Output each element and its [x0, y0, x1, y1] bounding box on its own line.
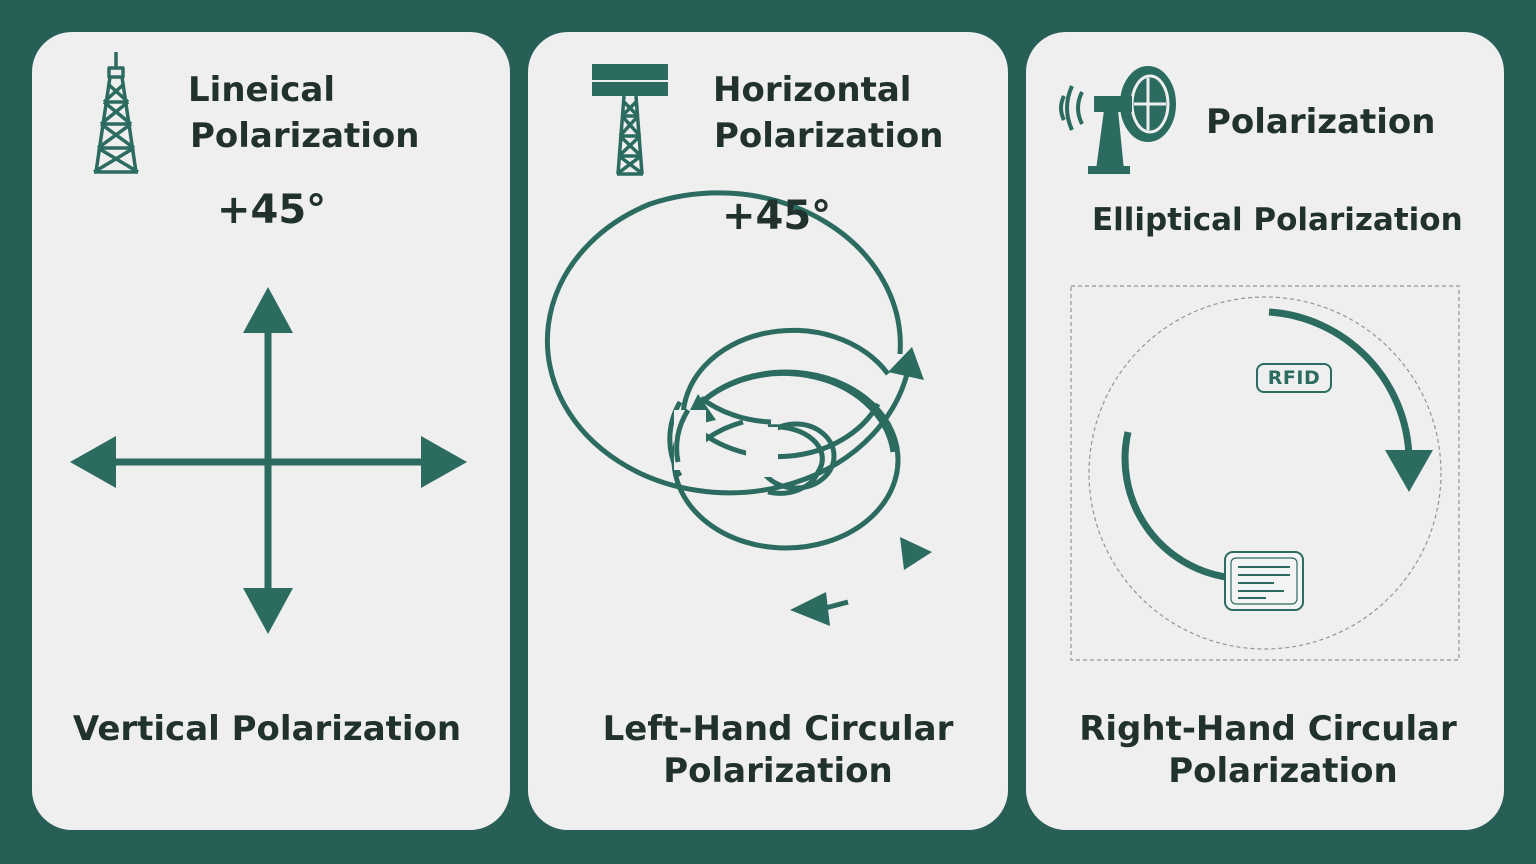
rfid-badge: RFID [1256, 363, 1332, 393]
linear-polarization-panel: Lineical Polarization +45° Vertical Pola… [32, 32, 510, 830]
panel-1-caption: Vertical Polarization [72, 709, 462, 749]
panel-1-title-line1: Lineical [188, 70, 335, 110]
panel-2-caption-line2: Polarization [663, 751, 893, 791]
panel-2-graphics [544, 64, 932, 626]
satellite-dish-icon [1059, 66, 1176, 174]
arrow-head-icon [900, 537, 932, 570]
right-hand-circular-arcs [1121, 308, 1413, 581]
dashed-circle [1088, 296, 1442, 650]
arrow-right-icon [421, 436, 467, 488]
panel-1-angle: +45° [217, 187, 327, 233]
arrow-up-icon [243, 287, 293, 333]
panel-3-caption-line2: Polarization [1168, 751, 1398, 791]
panel-3-subtitle: Elliptical Polarization [1092, 202, 1463, 238]
panel-1-graphics [70, 52, 467, 634]
panel-3-graphics [1059, 66, 1460, 661]
horizontal-polarization-panel: Horizontal Polarization +45° Left-Hand C… [528, 32, 1008, 830]
arrow-head-icon [888, 347, 924, 380]
panel-2-caption-line1: Left-Hand Circular [602, 709, 954, 749]
antenna-tower-icon [93, 52, 139, 174]
panel-2-title-line1: Horizontal [713, 70, 912, 110]
elliptical-polarization-panel: Polarization Elliptical Polarization RFI… [1026, 32, 1504, 830]
arrow-head-icon [790, 592, 830, 626]
horizontal-antenna-tower-icon [592, 64, 668, 176]
left-hand-circular-spiral [544, 190, 911, 613]
panel-2-title-line2: Polarization [714, 116, 944, 156]
panel-1-title-line2: Polarization [190, 116, 420, 156]
arrow-left-icon [70, 436, 116, 488]
vertical-horizontal-arrows [70, 287, 467, 634]
panel-2-angle: +45° [722, 193, 832, 239]
arrow-down-icon [243, 588, 293, 634]
spiral-inner-rings [671, 369, 901, 551]
rfid-tag-icon [1224, 551, 1304, 611]
panel-3-caption-line1: Right-Hand Circular [1079, 709, 1457, 749]
dashed-frame [1070, 285, 1460, 661]
arrow-down-icon [1385, 450, 1433, 492]
panel-3-title: Polarization [1206, 102, 1436, 142]
